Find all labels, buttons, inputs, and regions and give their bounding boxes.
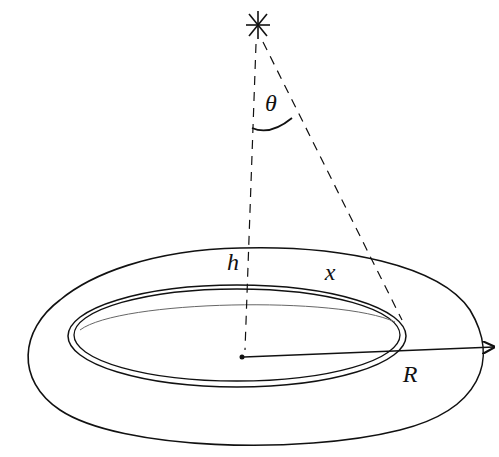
ring-outer xyxy=(68,285,406,387)
ring-inner xyxy=(74,289,400,381)
distance-line xyxy=(263,42,402,320)
radius-arrow xyxy=(244,347,494,357)
distance-label: x xyxy=(325,260,336,284)
angle-label: θ xyxy=(265,91,277,115)
radius-label: R xyxy=(403,362,418,386)
point-source xyxy=(246,11,270,39)
ring-shading xyxy=(80,305,395,330)
disk-outline xyxy=(28,248,483,446)
angle-arc xyxy=(252,118,292,130)
center-dot xyxy=(240,355,245,360)
height-line xyxy=(245,44,256,350)
height-label: h xyxy=(227,250,239,274)
